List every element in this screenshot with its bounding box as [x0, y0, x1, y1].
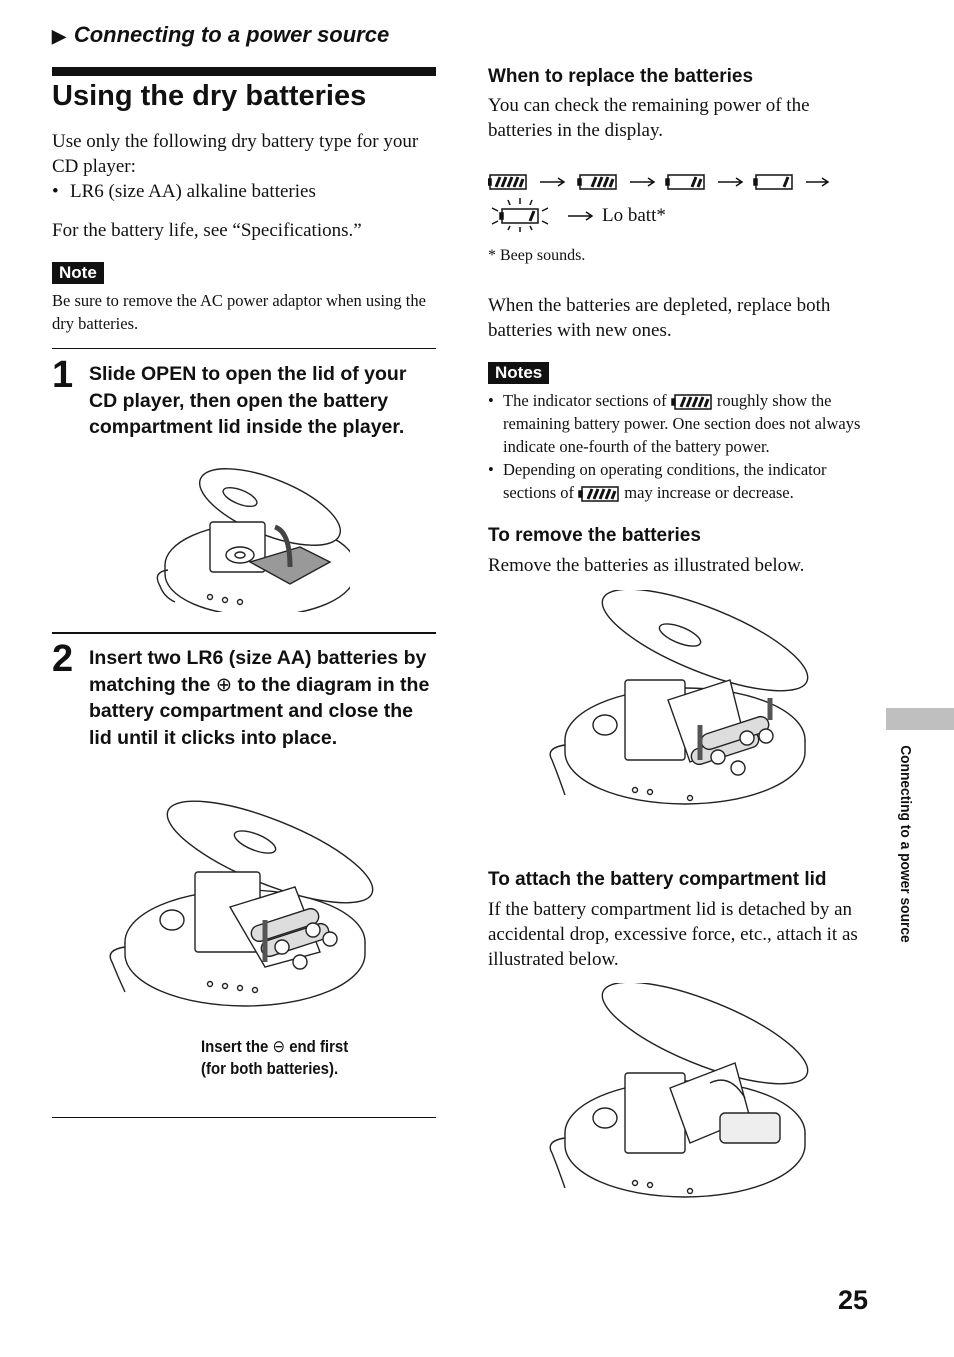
divider: [52, 348, 436, 349]
list-item: Depending on operating conditions, the i…: [488, 458, 873, 504]
open-lid-illustration: [156, 468, 350, 612]
step-2-text-b: to the diagram in the battery compartmen…: [89, 673, 430, 749]
notes-tag: Notes: [488, 362, 550, 384]
divider: [52, 632, 436, 634]
replace-text: You can check the remaining power of the…: [488, 95, 810, 141]
page-number: 25: [838, 1285, 869, 1315]
note-2-text-a: Depending on operating conditions, the i…: [503, 460, 827, 502]
replace-heading: When to replace the batteries: [488, 66, 754, 87]
note-text: Be sure to remove the AC power adaptor w…: [52, 291, 426, 333]
caption-text-a: Insert the: [201, 1037, 273, 1056]
side-tab-label: Connecting to a power source: [897, 745, 913, 943]
attach-lid-illustration: [549, 983, 809, 1198]
step-2-number: 2: [52, 638, 74, 680]
note-2-text-b: may increase or decrease.: [624, 483, 794, 502]
remove-text: Remove the batteries as illustrated belo…: [488, 555, 805, 576]
side-tab-marker: [886, 708, 954, 730]
note-tag: Note: [52, 262, 104, 284]
divider: [52, 1117, 436, 1118]
note-label: Note: [52, 262, 104, 284]
step-2-text-a: Insert two LR6 (size AA) batteries by ma…: [89, 647, 427, 696]
remove-heading: To remove the batteries: [488, 525, 701, 546]
depleted-text: When the batteries are depleted, replace…: [488, 295, 831, 341]
battery-life-text: For the battery life, see “Specification…: [52, 220, 362, 241]
title-bar-rule: [52, 67, 436, 76]
battery-indicator-sequence: [488, 174, 830, 232]
section-header: ▶ Connecting to a power source: [52, 22, 389, 48]
battery-full-icon: [578, 486, 619, 502]
notes-label: Notes: [488, 362, 550, 384]
step-2-text: Insert two LR6 (size AA) batteries by ma…: [89, 645, 439, 751]
attach-heading: To attach the battery compartment lid: [488, 869, 827, 890]
step-2-caption: Insert the ⊖ end first (for both batteri…: [201, 1036, 412, 1080]
page-title: Using the dry batteries: [52, 80, 367, 112]
intro-text: Use only the following dry battery type …: [52, 131, 419, 177]
insert-batteries-illustration: [109, 800, 374, 1007]
minus-symbol-icon: ⊖: [272, 1037, 286, 1056]
list-item: The indicator sections of roughly show t…: [488, 389, 873, 458]
section-title: Connecting to a power source: [73, 22, 390, 47]
caption-text-b: end first: [285, 1037, 349, 1056]
step-1-text: Slide OPEN to open the lid of your CD pl…: [89, 363, 407, 438]
notes-list: The indicator sections of roughly show t…: [488, 389, 873, 504]
note-1-text-a: The indicator sections of: [503, 391, 667, 410]
battery-full-icon: [670, 394, 712, 410]
footnote: * Beep sounds.: [488, 247, 586, 264]
caption-line-2: (for both batteries).: [201, 1059, 339, 1078]
plus-symbol-icon: ⊕: [215, 673, 233, 696]
battery-type: LR6 (size AA) alkaline batteries: [70, 181, 316, 202]
section-arrow-icon: ▶: [52, 26, 66, 46]
step-1-number: 1: [52, 354, 74, 396]
lo-batt-label: Lo batt*: [602, 205, 666, 226]
remove-batteries-illustration: [549, 590, 809, 805]
attach-text: If the battery compartment lid is detach…: [488, 899, 858, 970]
note-1-text-b: roughly show the remaining battery power…: [503, 391, 861, 456]
intro-bullet: •LR6 (size AA) alkaline batteries: [52, 181, 316, 202]
